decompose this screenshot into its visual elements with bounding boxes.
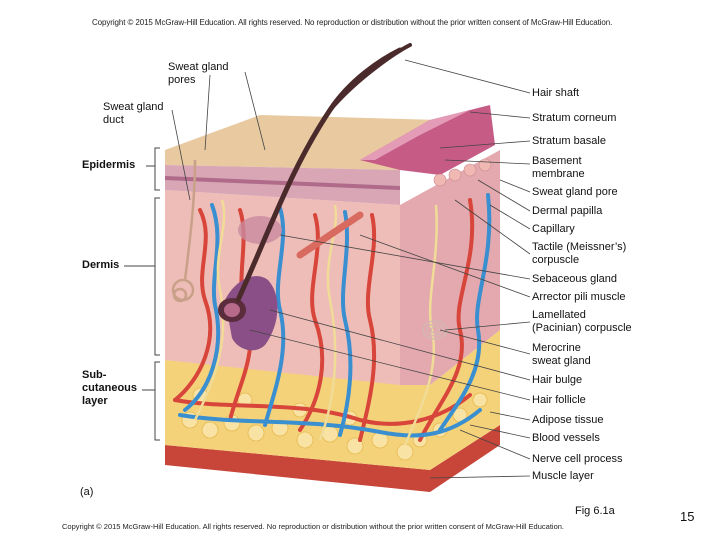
label-stratum-corneum: Stratum corneum — [532, 112, 617, 124]
arteries — [173, 198, 475, 442]
label-lamellated-corpuscle: Lamellated (Pacinian) corpuscle — [532, 309, 632, 334]
label-muscle-layer: Muscle layer — [532, 470, 594, 482]
label-arrector-pili-muscle: Arrector pili muscle — [532, 291, 626, 303]
label-nerve-cell-process: Nerve cell process — [532, 453, 623, 465]
label-merocrine-sweat-gland: Merocrine sweat gland — [532, 342, 591, 367]
hair-shaft — [235, 47, 403, 303]
label-basement-membrane: Basement membrane — [532, 155, 585, 180]
veins — [178, 193, 492, 438]
leader-lines — [171, 59, 531, 479]
label-sweat-gland-duct: Sweat gland duct — [103, 101, 164, 126]
label-subcutaneous-layer: Sub- cutaneous layer — [82, 369, 138, 407]
label-dermis: Dermis — [82, 259, 120, 271]
label-sweat-gland-pores: Sweat gland pores — [168, 61, 229, 86]
copyright-notice-bottom: Copyright © 2015 McGraw-Hill Education. … — [62, 522, 564, 531]
label-sweat-gland-pore: Sweat gland pore — [532, 186, 618, 198]
label-epidermis: Epidermis — [82, 159, 136, 171]
sweat-gland — [171, 159, 197, 303]
panel-letter: (a) — [80, 486, 94, 498]
figure-label: Fig 6.1a — [575, 505, 615, 517]
copyright-notice-top: Copyright © 2015 McGraw-Hill Education. … — [92, 18, 613, 27]
label-sebaceous-gland: Sebaceous gland — [532, 273, 618, 285]
label-tactile-corpuscle: Tactile (Meissner’s) corpuscle — [532, 241, 627, 266]
label-dermal-papilla: Dermal papilla — [532, 205, 603, 217]
label-blood-vessels: Blood vessels — [532, 432, 600, 444]
dermis-front — [165, 190, 400, 385]
label-hair-follicle: Hair follicle — [532, 394, 586, 406]
arrector-pili — [296, 211, 364, 259]
muscle-layer — [165, 425, 500, 492]
layer-brackets — [124, 147, 160, 441]
label-hair-shaft: Hair shaft — [532, 87, 580, 99]
label-adipose-tissue: Adipose tissue — [532, 414, 604, 426]
label-hair-bulge: Hair bulge — [532, 374, 583, 386]
label-stratum-basale: Stratum basale — [532, 135, 606, 147]
page-number: 15 — [680, 509, 695, 524]
epidermis-flap — [360, 105, 495, 175]
adipose-cells — [181, 387, 488, 461]
label-capillary: Capillary — [532, 223, 575, 235]
